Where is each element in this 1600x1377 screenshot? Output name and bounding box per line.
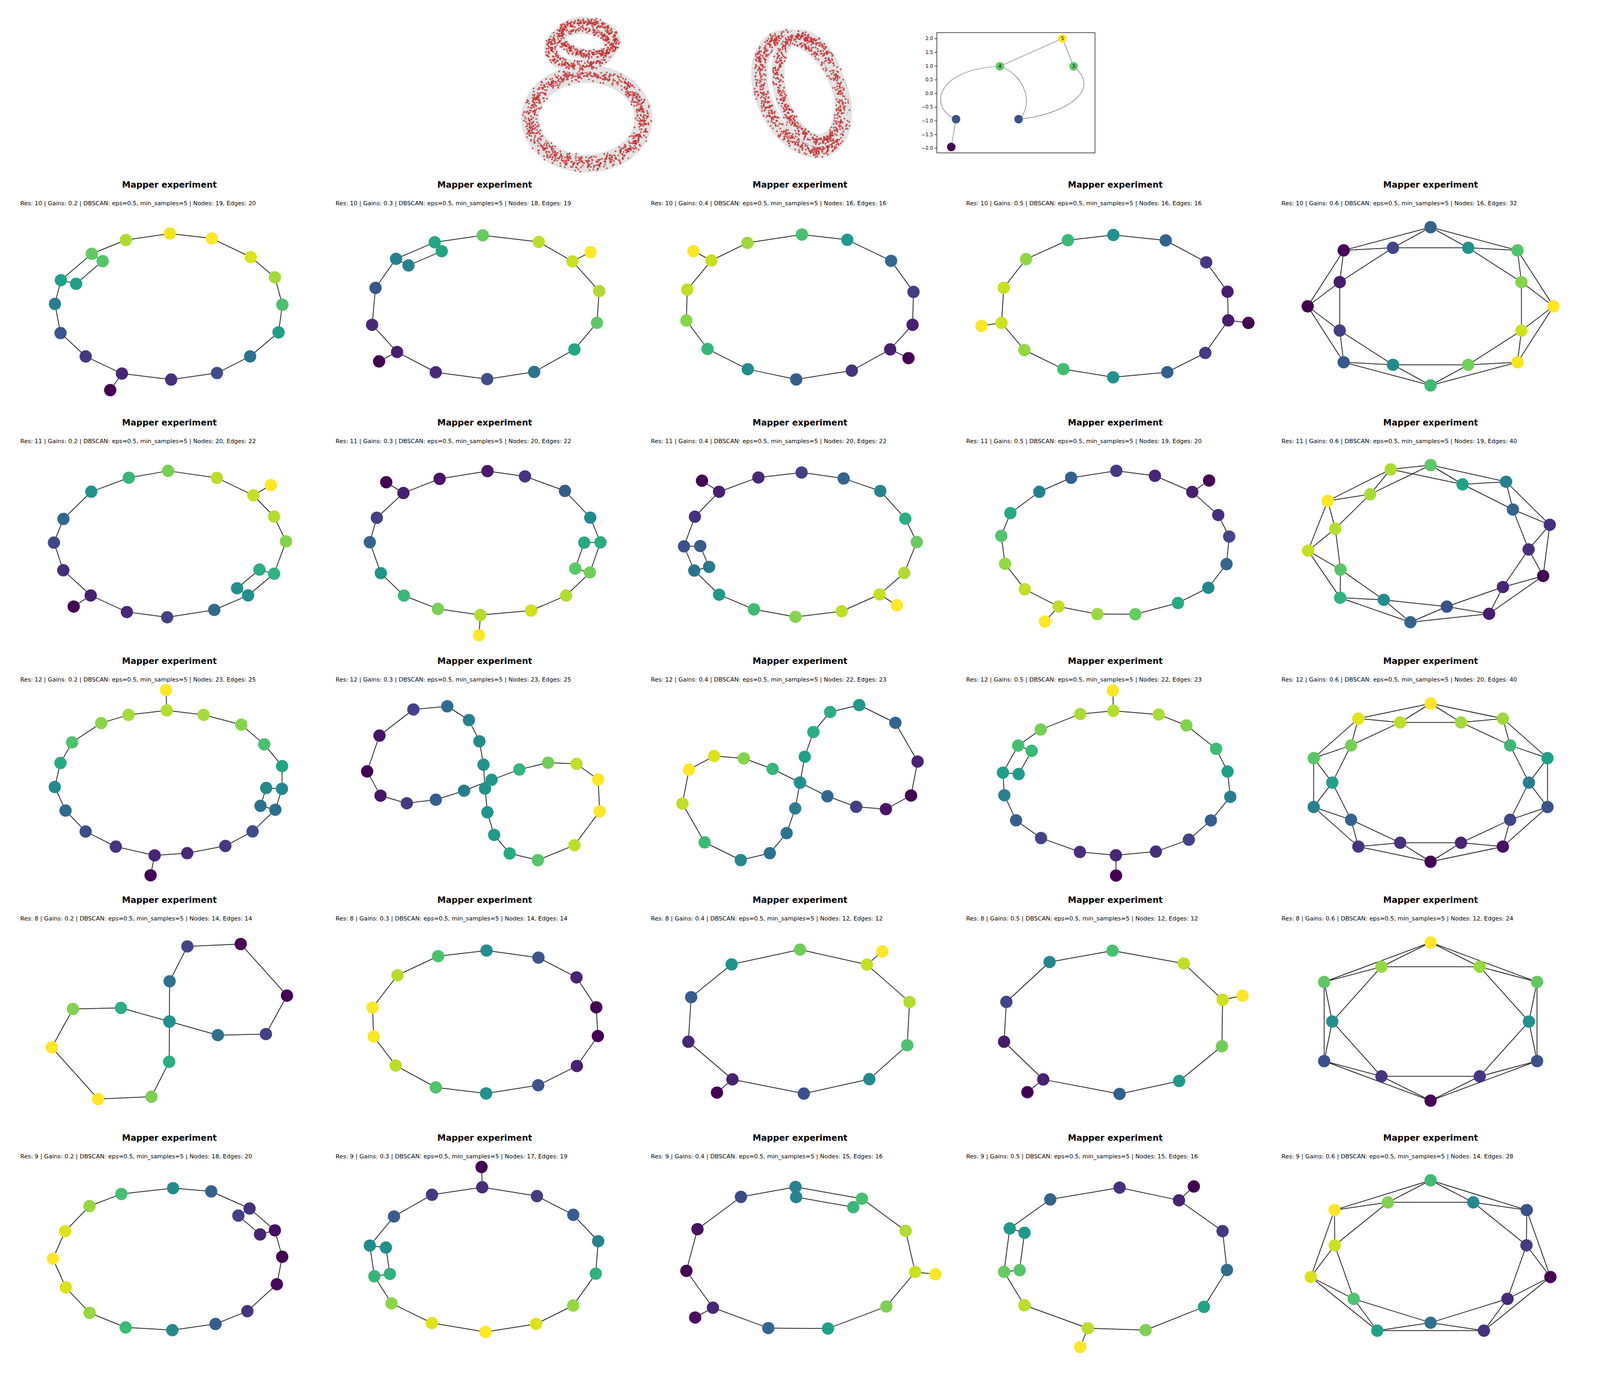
figure: 2.01.51.00.50.0−0.5−1.0−1.5−2.0Mapper ex… xyxy=(0,0,1600,1377)
